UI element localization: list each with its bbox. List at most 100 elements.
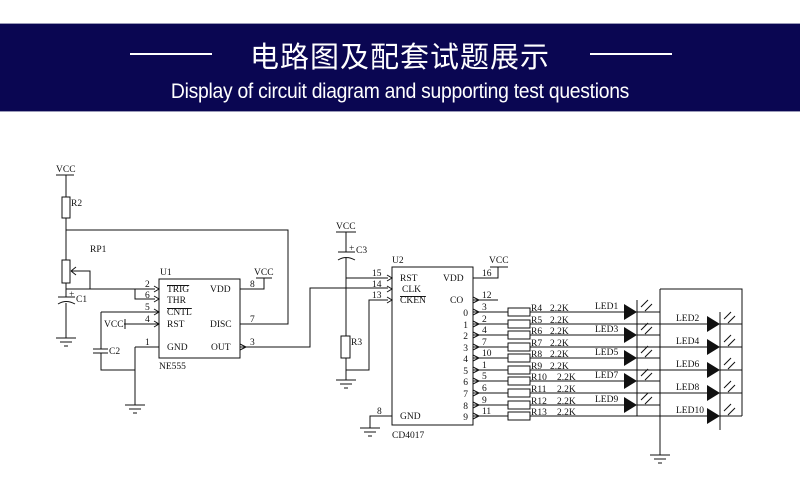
- resistor-value: 2.2K: [550, 362, 569, 372]
- u2-pin-clk: CLK: [402, 285, 421, 295]
- u1-part: NE555: [159, 362, 186, 372]
- pin-marker-icon: [153, 285, 160, 293]
- resistor-r11: [507, 388, 531, 398]
- u2-output-label: 7: [463, 390, 468, 400]
- u2-output-pinnum: 11: [482, 407, 491, 417]
- u1-pinnum-vdd: 8: [250, 280, 255, 290]
- u1-ref: U1: [160, 268, 172, 278]
- rp1-label: RP1: [90, 245, 107, 255]
- vcc-label: VCC: [56, 165, 76, 175]
- u2-part: CD4017: [392, 431, 424, 441]
- light-arrows-icon: [640, 392, 653, 405]
- pin-marker-icon: [386, 285, 393, 293]
- pin-marker-icon: [153, 295, 160, 303]
- resistor-label: R5: [531, 316, 542, 326]
- pin-marker-icon: [386, 274, 393, 282]
- u1-pinnum-cntl: 5: [145, 303, 150, 313]
- resistor-label: R12: [531, 397, 547, 407]
- u2-output-label: 9: [463, 413, 468, 423]
- led-label: LED3: [595, 325, 618, 335]
- u1-ne555-chip: [158, 278, 241, 359]
- u2-pinnum-co: 12: [482, 291, 492, 301]
- r2-label: R2: [71, 199, 82, 209]
- vcc-label: VCC: [104, 320, 124, 330]
- u2-pin-co: CO: [450, 296, 463, 306]
- resistor-label: R9: [531, 362, 542, 372]
- u1-pinnum-gnd: 1: [145, 338, 150, 348]
- title-dash-right: [590, 53, 672, 55]
- led-label: LED8: [676, 383, 699, 393]
- led-label: LED7: [595, 371, 618, 381]
- resistor-r4: [507, 307, 531, 317]
- resistor-label: R6: [531, 327, 542, 337]
- u2-output-label: 5: [463, 367, 468, 377]
- c3-label: C3: [356, 246, 367, 256]
- light-arrows-icon: [723, 357, 736, 370]
- page-subtitle: Display of circuit diagram and supportin…: [170, 80, 630, 103]
- u1-pinnum-trig: 2: [145, 280, 150, 290]
- led-label: LED2: [676, 314, 699, 324]
- led-diode-icon: [707, 316, 720, 332]
- u2-pinnum-cken: 13: [372, 291, 382, 301]
- led-diode-icon: [624, 397, 637, 413]
- u2-ref: U2: [392, 256, 404, 266]
- header-banner: 电路图及配套试题展示 Display of circuit diagram an…: [0, 23, 800, 112]
- u2-output-label: 1: [463, 321, 468, 331]
- u2-output-label: 0: [463, 309, 468, 319]
- led-diode-icon: [624, 304, 637, 320]
- light-arrows-icon: [640, 322, 653, 335]
- u2-pinnum-vdd: 16: [482, 269, 492, 279]
- resistor-value: 2.2K: [550, 316, 569, 326]
- led-diode-icon: [707, 362, 720, 378]
- light-arrows-icon: [723, 380, 736, 393]
- resistor-r2: [61, 196, 71, 219]
- ground-icon: [56, 337, 76, 347]
- pin-marker-icon: [239, 343, 248, 351]
- c3-plus: +: [349, 244, 354, 254]
- resistor-r8: [507, 353, 531, 363]
- light-arrows-icon: [723, 311, 736, 324]
- u2-pin-gnd: GND: [400, 412, 421, 422]
- led-label: LED1: [595, 302, 618, 312]
- u2-pin-rst: RST: [400, 274, 418, 284]
- pin-marker-icon: [153, 308, 160, 316]
- c1-label: C1: [76, 295, 87, 305]
- led-label: LED5: [595, 348, 618, 358]
- light-arrows-icon: [640, 299, 653, 312]
- vcc-label: VCC: [489, 256, 509, 266]
- resistor-label: R8: [531, 350, 542, 360]
- c2-label: C2: [109, 347, 120, 357]
- u1-pin-trig: TRIG: [167, 285, 189, 295]
- u2-output-label: 8: [463, 402, 468, 412]
- u2-output-pinnum: 10: [482, 349, 492, 359]
- u2-cd4017-chip: [391, 266, 474, 426]
- led-label: LED10: [676, 406, 704, 416]
- u2-pinnum-rst: 15: [372, 269, 382, 279]
- light-arrows-icon: [723, 403, 736, 416]
- ground-icon: [125, 404, 145, 414]
- resistor-label: R7: [531, 339, 542, 349]
- u2-output-pinnum: 3: [482, 303, 487, 313]
- ground-icon: [360, 427, 380, 437]
- ground-icon: [336, 379, 356, 389]
- pin-marker-icon: [153, 320, 160, 328]
- r3-label: R3: [351, 338, 362, 348]
- resistor-label: R4: [531, 304, 542, 314]
- u1-pin-out: OUT: [211, 343, 231, 353]
- led-diode-icon: [707, 385, 720, 401]
- led-diode-icon: [624, 350, 637, 366]
- resistor-r10: [507, 376, 531, 386]
- resistor-value: 2.2K: [557, 397, 576, 407]
- u2-pin-vdd: VDD: [443, 274, 464, 284]
- resistor-value: 2.2K: [557, 408, 576, 418]
- u1-pinnum-rst: 4: [145, 315, 150, 325]
- light-arrows-icon: [640, 345, 653, 358]
- u2-output-label: 6: [463, 378, 468, 388]
- led-diode-icon: [707, 408, 720, 424]
